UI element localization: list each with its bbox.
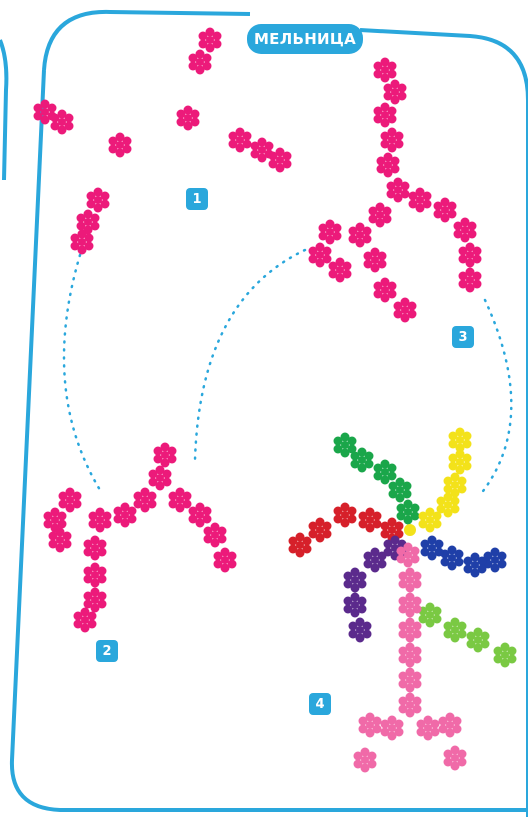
title-badge: МЕЛЬНИЦА	[247, 24, 363, 54]
step-badge-1: 1	[186, 188, 208, 210]
step-badge-4: 4	[309, 693, 331, 715]
step-badge-2: 2	[96, 640, 118, 662]
step-badge-3: 3	[452, 326, 474, 348]
